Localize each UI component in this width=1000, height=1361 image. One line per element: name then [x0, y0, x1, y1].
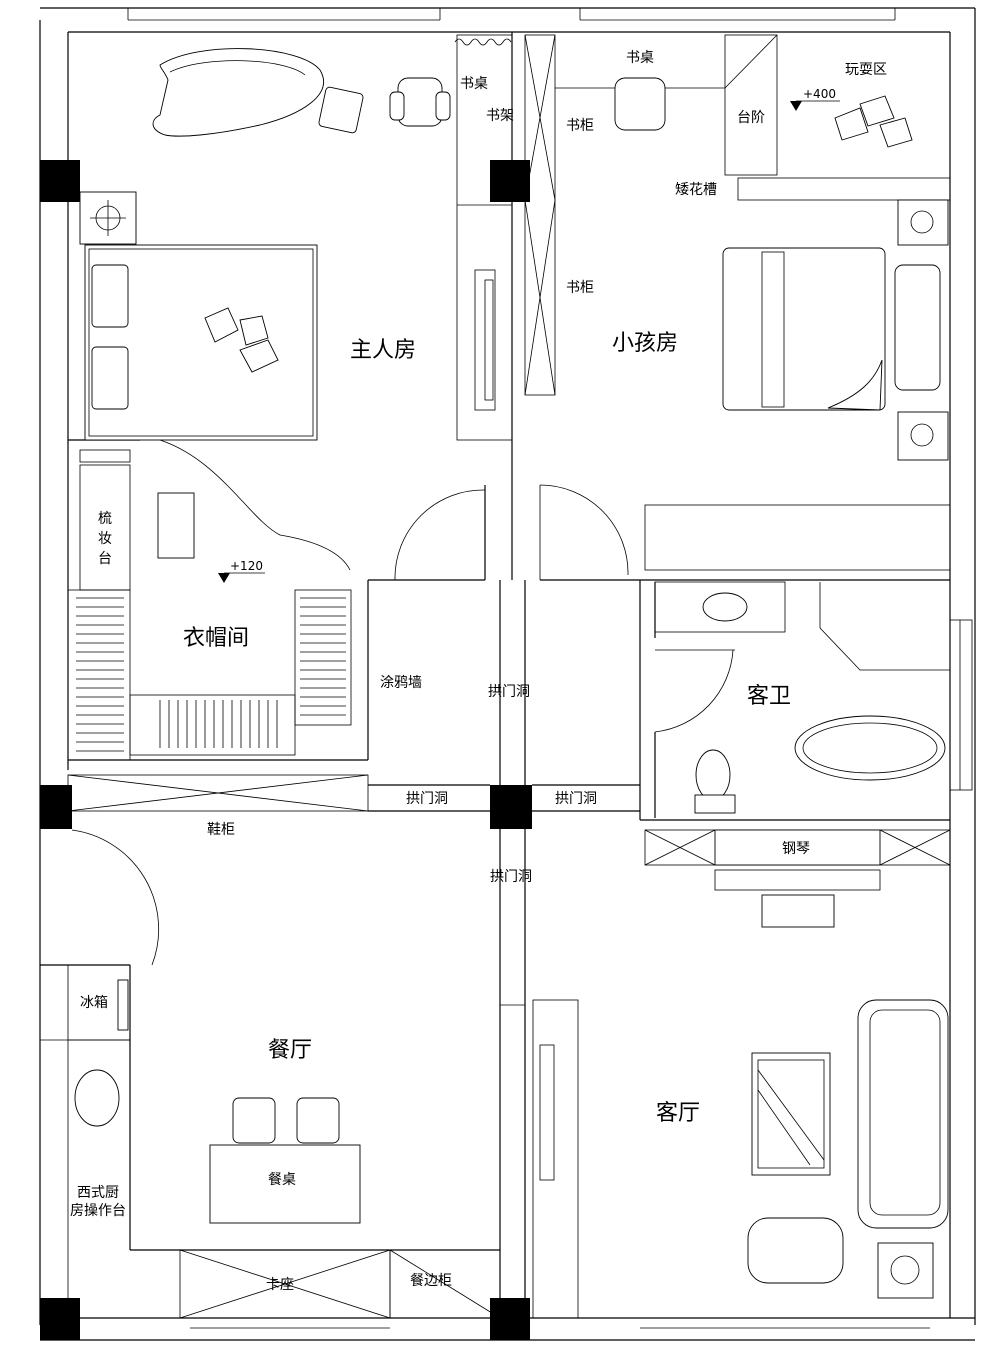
graffiti-wall-label: 涂鸦墙: [380, 674, 422, 691]
dining-room-label: 餐厅: [268, 1038, 312, 1063]
sideboard-label: 餐边柜: [410, 1273, 452, 1289]
steps-label: 台阶: [737, 110, 765, 126]
living-room-label: 客厅: [656, 1101, 700, 1126]
desk-label-a: 书桌: [460, 76, 488, 92]
living-furniture: [500, 829, 951, 1319]
fixture-labels: 书桌 书架 书桌 书柜 书柜 台阶 玩耍区 矮花槽 梳 妆 台 涂鸦墙 拱门洞 …: [70, 50, 887, 1293]
master-bedroom-label: 主人房: [350, 338, 416, 363]
master-furniture: [67, 48, 451, 761]
low-planter-label: 矮花槽: [675, 182, 717, 198]
fridge-label: 冰箱: [80, 995, 108, 1011]
arch-label-2: 拱门洞: [406, 791, 448, 807]
bookcase-label-a: 书柜: [566, 118, 594, 134]
play-area-label: 玩耍区: [845, 62, 887, 78]
bath-fixtures: [654, 581, 950, 814]
arch-label-1: 拱门洞: [488, 684, 530, 700]
shoe-cabinet-label: 鞋柜: [207, 822, 235, 838]
arch-label-3: 拱门洞: [555, 791, 597, 807]
doors: [39, 439, 735, 966]
bookshelf-label: 书架: [486, 108, 514, 124]
room-labels: 主人房 小孩房 衣帽间 客卫 餐厅 客厅: [183, 331, 791, 1126]
study-strip: [454, 34, 513, 441]
kitchen-label-2: 房操作台: [70, 1203, 126, 1219]
vanity-label-3: 台: [98, 551, 112, 567]
level-markers: +400 +120: [218, 87, 840, 583]
walk-in-closet-label: 衣帽间: [183, 626, 249, 651]
closet-hangers: [76, 597, 346, 752]
outer-walls: [39, 7, 976, 1341]
booth-seat-label: 卡座: [266, 1277, 294, 1293]
desk-label-b: 书桌: [626, 50, 654, 66]
bookcase-label-b: 书柜: [566, 280, 594, 296]
level-closet: +120: [230, 559, 263, 573]
guest-bath-label: 客卫: [747, 684, 791, 709]
dining-furniture: [40, 964, 501, 1319]
piano-label: 钢琴: [782, 841, 810, 857]
kids-furniture: [524, 34, 951, 571]
kitchen-label-1: 西式厨: [77, 1185, 119, 1201]
vanity-label-1: 梳: [98, 511, 112, 527]
dining-table-label: 餐桌: [268, 1172, 296, 1188]
level-play-area: +400: [803, 87, 836, 101]
kids-room-label: 小孩房: [612, 331, 678, 356]
arch-label-4: 拱门洞: [490, 869, 532, 885]
vanity-label-2: 妆: [98, 531, 112, 547]
